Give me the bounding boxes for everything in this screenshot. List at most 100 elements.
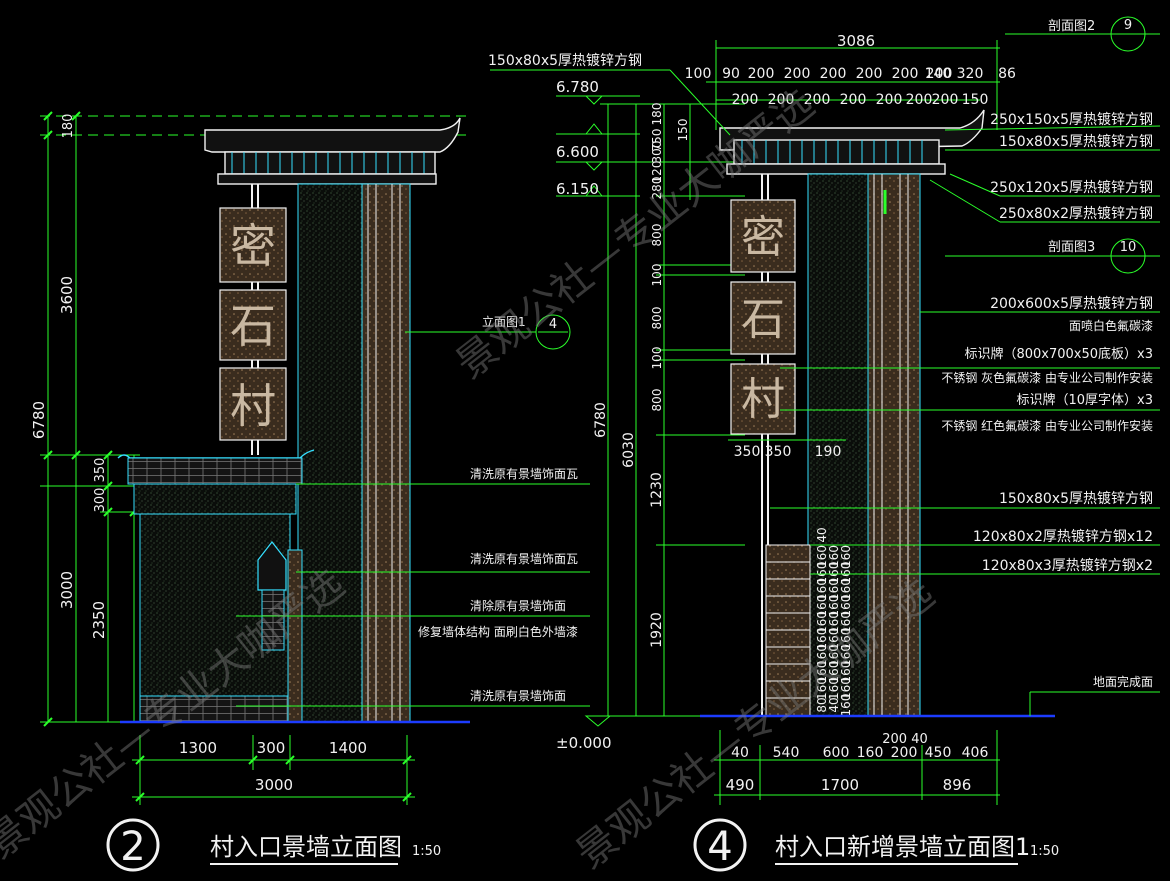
step-dim-c0-3: 160	[815, 644, 829, 667]
step-dim-c2-3: 160	[839, 644, 853, 667]
step-dim-c1-9: 160	[827, 545, 841, 568]
mid-dim-350b: 350	[765, 444, 792, 460]
bottom-dim-r1-1: 540	[773, 745, 800, 761]
bottom-dim-row-2: 490 1700 896	[726, 776, 972, 794]
callout-steel-top: 150x80x5厚热镀锌方钢	[488, 52, 642, 69]
right-sign-char-3: 村	[741, 374, 785, 425]
step-dim-c1-4: 160	[827, 628, 841, 651]
bottom-dim-r2-0: 490	[726, 776, 755, 794]
right-sign-char-1: 密	[741, 212, 785, 263]
right-chain-6: 800	[650, 224, 664, 247]
callout-section3: 剖面图3	[1048, 240, 1095, 255]
left-roof	[204, 117, 461, 185]
top-dim-r2-1: 200	[768, 92, 795, 108]
callout-r12: 120x80x2厚热镀锌方钢x12	[973, 528, 1153, 545]
step-dim-c2-7: 160	[839, 578, 853, 601]
watermark-3: 景观公社—专业大咖严选	[568, 571, 943, 878]
top-dim-r1-5: 200	[856, 66, 883, 82]
step-dim-c2-9: 160	[839, 545, 853, 568]
right-title-block: 4 村入口新增景墙立面图1 1:50	[693, 818, 1059, 872]
step-dim-c1-5: 160	[827, 611, 841, 634]
step-dim-c0-5: 160	[815, 611, 829, 634]
top-dim-r1-6: 200	[892, 66, 919, 82]
top-dim-r2-0: 200	[732, 92, 759, 108]
right-elevation: 6.780 6.600 6.150 ±0.000 6780 6030 180	[488, 16, 1161, 872]
top-dim-r1-3: 200	[784, 66, 811, 82]
right-chain-11: 1230	[649, 472, 665, 508]
left-elevation: 6780 180 3600 3000 350 300 2350 1300 300…	[30, 111, 590, 872]
right-chain-2: 750	[650, 129, 664, 152]
left-title-number: 2	[120, 824, 145, 870]
bottom-dim-r2-2: 896	[943, 776, 972, 794]
left-dim-300: 300	[93, 488, 108, 513]
mid-dim-350a: 350	[734, 444, 761, 460]
left-dim-300h: 300	[257, 739, 286, 757]
callout-section2-num: 9	[1124, 18, 1132, 33]
right-chain-3: 300	[650, 141, 664, 164]
right-chain-9: 100	[650, 347, 664, 370]
top-dim-r2-4: 200	[876, 92, 903, 108]
top-dim-r2-7: 150	[962, 92, 989, 108]
callout-r9: 标识牌（10厚字体）x3	[1016, 392, 1153, 408]
callout-r1: 250x150x5厚热镀锌方钢	[990, 111, 1153, 128]
step-dim-c1-6: 160	[827, 595, 841, 618]
step-dim-c1-8: 160	[827, 562, 841, 585]
top-dim-r1-0: 100	[685, 66, 712, 82]
right-chain-5: 280	[650, 177, 664, 200]
left-dim-2350: 2350	[90, 601, 108, 639]
step-dim-c1-0: 40	[827, 697, 841, 712]
left-dim-3000: 3000	[58, 571, 76, 609]
callout-r8: 不锈钢 灰色氟碳漆 由专业公司制作安装	[941, 370, 1153, 385]
left-callout-5: 清洗原有景墙饰面	[470, 689, 566, 703]
level-6600: 6.600	[556, 143, 599, 161]
elev-ref-num: 4	[549, 317, 557, 332]
step-dim-c2-0: 160	[839, 694, 853, 717]
right-sign-boards: 密 石 村	[730, 199, 796, 435]
right-chain-7: 100	[650, 264, 664, 287]
right-sign-char-2: 石	[741, 294, 785, 345]
left-dim-3000h: 3000	[255, 776, 293, 794]
right-dim-6780: 6780	[593, 402, 609, 438]
step-dim-c2-4: 160	[839, 628, 853, 651]
right-chain-0: 180	[650, 103, 664, 126]
right-chain-8: 800	[650, 307, 664, 330]
right-dim-3086: 3086	[837, 32, 875, 50]
callout-r2: 150x80x5厚热镀锌方钢	[999, 133, 1153, 150]
step-dim-c0-9: 160	[815, 545, 829, 568]
left-sign-boards: 密 石 村	[219, 207, 287, 441]
left-sign-char-2: 石	[230, 299, 276, 353]
callout-r14: 地面完成面	[1093, 674, 1153, 689]
left-dim-180: 180	[61, 114, 76, 139]
left-callout-2: 清洗原有景墙饰面瓦	[470, 552, 578, 566]
step-dim-c1-7: 160	[827, 578, 841, 601]
bottom-dim-r2-1: 1700	[821, 776, 859, 794]
right-chain-1: 150	[676, 119, 690, 142]
step-dim-c1-1: 160	[827, 677, 841, 700]
right-chain-10: 800	[650, 389, 664, 412]
left-lower-wall	[117, 449, 315, 723]
top-dim-r1-9: 320	[957, 66, 984, 82]
callout-r7: 标识牌（800x700x50底板）x3	[964, 346, 1153, 362]
right-dim-6030: 6030	[621, 432, 637, 468]
step-dim-c2-2: 160	[839, 661, 853, 684]
top-dim-r2-3: 200	[840, 92, 867, 108]
left-dim-1300: 1300	[179, 739, 217, 757]
bottom-dim-r1-4: 200	[891, 745, 918, 761]
bottom-dim-r1-6: 406	[962, 745, 989, 761]
step-dim-c0-6: 160	[815, 595, 829, 618]
right-title-number: 4	[707, 824, 732, 870]
step-dim-c0-4: 160	[815, 628, 829, 651]
callout-r10: 不锈钢 红色氟碳漆 由专业公司制作安装	[941, 418, 1153, 433]
left-dim-total: 6780	[30, 401, 48, 439]
top-dim-r1-7: 200	[926, 66, 953, 82]
top-dim-r1-1: 90	[722, 66, 740, 82]
step-dim-c2-1: 160	[839, 677, 853, 700]
callout-r6: 面喷白色氟碳漆	[1069, 318, 1153, 333]
level-6150: 6.150	[556, 180, 599, 198]
bottom-dim-r1-3: 160	[857, 745, 884, 761]
top-dim-r1-4: 200	[820, 66, 847, 82]
